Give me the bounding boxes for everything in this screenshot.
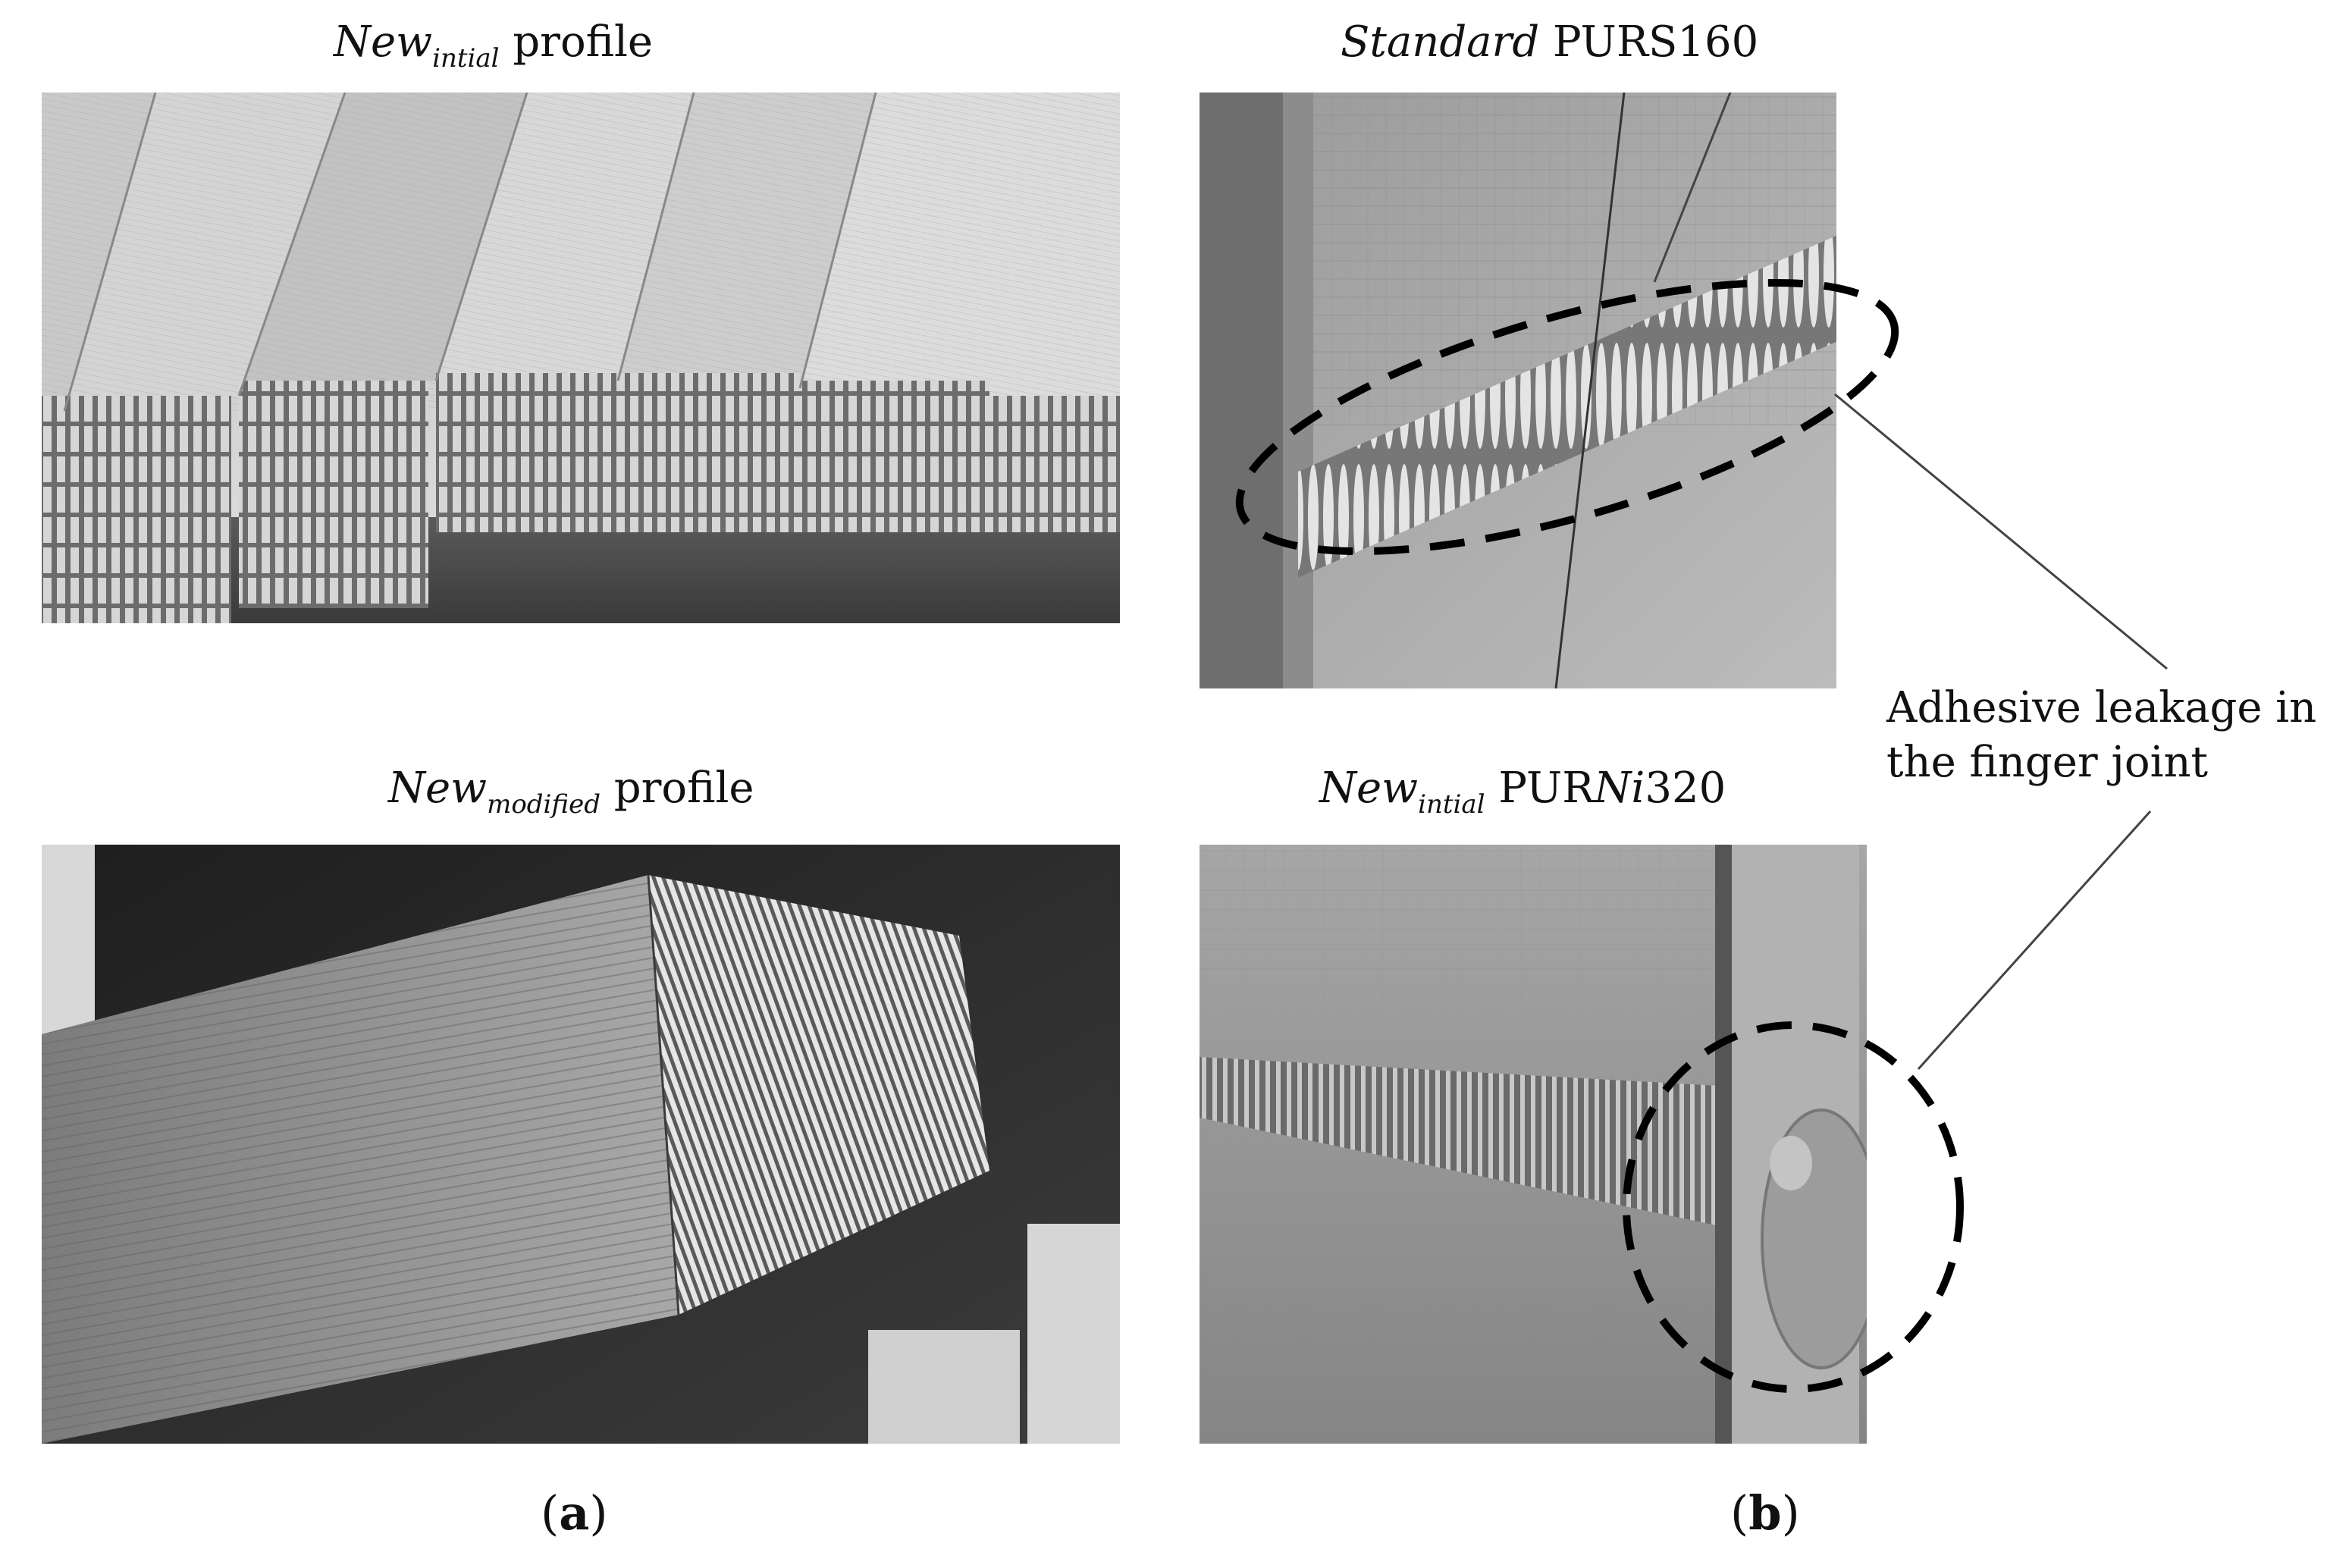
- label-close-paren: ): [589, 1485, 608, 1541]
- annotation-line-2: the finger joint: [1886, 737, 2209, 787]
- caption-base: New: [1319, 764, 1419, 813]
- caption-base: New: [334, 17, 433, 67]
- caption-base: New: [388, 764, 488, 813]
- label-close-paren: ): [1781, 1485, 1800, 1541]
- label-letter: a: [559, 1485, 590, 1541]
- caption-subscript: intial: [432, 43, 500, 74]
- caption-italic: Standard: [1341, 17, 1540, 67]
- caption-rest: profile: [601, 764, 754, 813]
- caption-rest: PURS160: [1539, 17, 1759, 67]
- caption-rest-before: PUR: [1485, 764, 1595, 813]
- panel-a-bottom-caption: Newmodified profile: [388, 764, 754, 818]
- caption-subscript: modified: [487, 789, 601, 820]
- label-letter: b: [1748, 1485, 1782, 1541]
- photo-new-initial-purni320: [1200, 845, 1867, 1444]
- label-open-paren: (: [1730, 1485, 1749, 1541]
- leader-line-top: [1834, 393, 2168, 670]
- panel-a-label: (a): [541, 1490, 608, 1537]
- caption-subscript: intial: [1418, 789, 1485, 820]
- caption-rest-after: 320: [1645, 764, 1726, 813]
- panel-b-bottom-caption: Newintial PURNi320: [1319, 764, 1726, 818]
- label-open-paren: (: [541, 1485, 560, 1541]
- adhesive-leakage-annotation: Adhesive leakage in the finger joint: [1886, 681, 2316, 789]
- photo-new-modified-profile: [42, 845, 1120, 1444]
- photo-new-initial-profile: [42, 93, 1120, 623]
- caption-italic-mid: Ni: [1594, 764, 1645, 813]
- panel-b-label: (b): [1730, 1490, 1800, 1537]
- annotation-line-1: Adhesive leakage in: [1886, 683, 2317, 732]
- leader-line-bottom: [1917, 810, 2152, 1071]
- photo-standard-purs160: [1200, 93, 1836, 688]
- panel-b-top-caption: Standard PURS160: [1341, 21, 1758, 64]
- caption-rest: profile: [499, 17, 654, 67]
- panel-a-top-caption: Newintial profile: [334, 21, 653, 72]
